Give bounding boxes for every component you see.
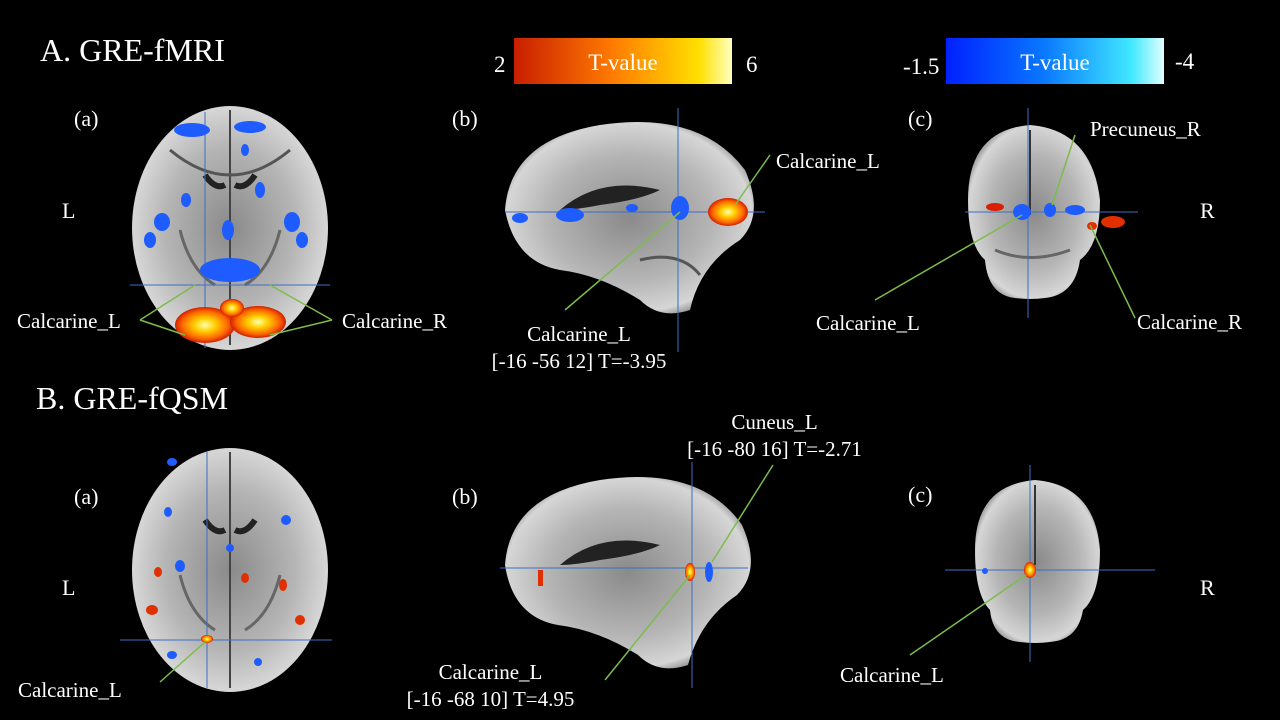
- fmri-axial-calcarine-right: Calcarine_R: [342, 309, 447, 333]
- fqsm-panel-c-label: (c): [908, 482, 933, 507]
- positive-colorbar: T-value: [514, 38, 732, 84]
- fqsm-sagittal-bottom-callout-stat: [-16 -68 10] T=4.95: [406, 687, 575, 712]
- fqsm-panel-a-label: (a): [74, 484, 99, 509]
- fmri-axial-negative-clusters: [144, 121, 308, 282]
- fmri-left-orientation: L: [62, 198, 76, 223]
- positive-colorbar-gradient: [514, 38, 732, 84]
- negative-colorbar-max: -4: [1175, 49, 1195, 74]
- fmri-axial-calcarine-left: Calcarine_L: [17, 309, 121, 333]
- fqsm-sagittal-brain: [505, 477, 751, 669]
- fmri-coronal-calcarine-right: Calcarine_R: [1137, 310, 1242, 334]
- fqsm-sagittal-top-callout-name: Cuneus_L: [731, 410, 818, 434]
- negative-colorbar-min: -1.5: [903, 54, 940, 79]
- fqsm-sagittal-top-callout-stat: [-16 -80 16] T=-2.71: [687, 437, 862, 462]
- fmri-right-orientation: R: [1200, 198, 1215, 223]
- fmri-panel-a-label: (a): [74, 106, 99, 131]
- fmri-sagittal-leader-lines: [564, 154, 771, 311]
- section-a-title: A. GRE-fMRI: [40, 32, 225, 68]
- fmri-sagittal-brain: [505, 122, 754, 314]
- fmri-coronal-calcarine-left: Calcarine_L: [816, 311, 920, 335]
- fqsm-coronal-calcarine-label: Calcarine_L: [840, 663, 944, 687]
- positive-colorbar-label: T-value: [588, 50, 658, 75]
- section-b-title: B. GRE-fQSM: [36, 380, 229, 416]
- fqsm-sagittal-bottom-callout-name: Calcarine_L: [438, 660, 543, 684]
- fmri-coronal-precuneus-label: Precuneus_R: [1090, 117, 1201, 141]
- fqsm-coronal-clusters: [982, 562, 1036, 578]
- fmri-axial-positive-clusters: [175, 299, 286, 343]
- negative-colorbar-gradient: [946, 38, 1164, 84]
- fmri-sagittal-callout: Calcarine_L [-16 -56 12] T=-3.95: [474, 321, 684, 376]
- fmri-sagittal-callout-name: Calcarine_L: [527, 322, 631, 346]
- negative-colorbar: T-value: [946, 38, 1164, 84]
- positive-colorbar-min: 2: [494, 52, 506, 77]
- fmri-panel-b-label: (b): [452, 106, 478, 131]
- fqsm-panel-b-label: (b): [452, 484, 478, 509]
- fqsm-sagittal-leader-lines: [604, 464, 774, 681]
- fqsm-axial-calcarine-label: Calcarine_L: [18, 678, 122, 702]
- fqsm-left-orientation: L: [62, 575, 76, 600]
- positive-colorbar-max: 6: [746, 52, 758, 77]
- fmri-axial-leader-lines: [139, 284, 333, 336]
- fmri-sagittal-callout-stat: [-16 -56 12] T=-3.95: [491, 349, 667, 374]
- fqsm-sagittal-top-callout: Cuneus_L [-16 -80 16] T=-2.71: [672, 409, 877, 464]
- fmri-panel-c-label: (c): [908, 106, 933, 131]
- fmri-coronal-clusters: [986, 203, 1125, 230]
- fmri-coronal-leader-lines: [874, 134, 1136, 319]
- negative-colorbar-label: T-value: [1020, 50, 1090, 75]
- fqsm-right-orientation: R: [1200, 575, 1215, 600]
- fqsm-axial-brain: [132, 448, 328, 692]
- fqsm-axial-clusters: [146, 458, 305, 666]
- fmri-sagittal-clusters: [512, 196, 748, 226]
- fmri-sagittal-top-label: Calcarine_L: [776, 149, 880, 173]
- fqsm-sagittal-bottom-callout: Calcarine_L [-16 -68 10] T=4.95: [393, 659, 588, 714]
- fqsm-sagittal-clusters: [538, 562, 713, 586]
- fqsm-coronal-brain: [975, 480, 1100, 643]
